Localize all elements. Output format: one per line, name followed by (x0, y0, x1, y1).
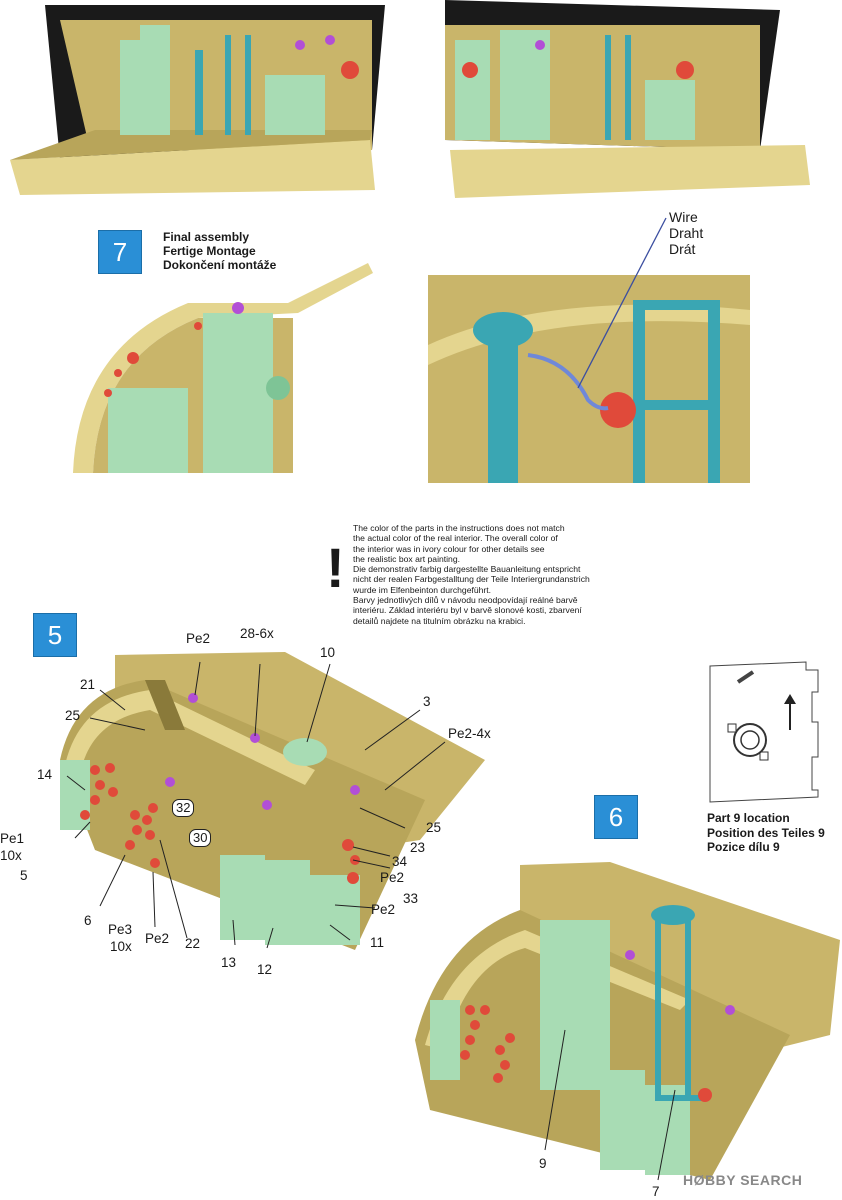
wire-label-cz: Drát (669, 241, 696, 257)
callout-pe3-qty: 10x (110, 939, 132, 954)
callout-28-6x: 28-6x (240, 626, 274, 641)
callout-pe2-top: Pe2 (186, 631, 211, 646)
note-line: detailů najdete na titulním obrázku na k… (353, 615, 526, 626)
wire-detail-inset (428, 217, 750, 483)
step-6-badge: 6 (594, 795, 638, 839)
note-line: wurde im Elfenbeinton durchgeführt. (353, 584, 492, 595)
callout-7: 7 (652, 1184, 660, 1199)
callout-25-right: 25 (426, 820, 442, 835)
step-5-assembly-render (60, 652, 485, 950)
step-5-badge: 5 (33, 613, 77, 657)
callout-22: 22 (185, 936, 201, 951)
callout-25-left: 25 (65, 708, 81, 723)
callout-pe2-c: Pe2 (145, 931, 170, 946)
note-line: Barvy jednotlivých dílů v návodu neodpov… (353, 595, 578, 606)
step-7-title-de: Fertige Montage (163, 244, 256, 258)
callout-pe2-4x: Pe2-4x (448, 726, 491, 741)
step-7-title-cz: Dokončení montáže (163, 258, 277, 272)
callout-3: 3 (423, 694, 431, 709)
note-line: nicht der realen Farbgestalltung der Tei… (353, 574, 590, 585)
step-7-title: Final assembly Fertige Montage Dokončení… (163, 230, 276, 272)
step-6-assembly-render (415, 862, 840, 1181)
callout-23: 23 (410, 840, 426, 855)
callout-12: 12 (257, 962, 273, 977)
callout-pe1-qty: 10x (0, 848, 22, 863)
note-line: The color of the parts in the instructio… (353, 523, 565, 533)
callout-14: 14 (37, 767, 53, 782)
callout-33: 33 (403, 891, 419, 906)
top-right-interior-render (445, 0, 810, 198)
part-9-location-en: Part 9 location (707, 811, 790, 825)
callout-21: 21 (80, 677, 96, 692)
note-line: the realistic box art painting. (353, 553, 461, 564)
top-left-interior-render (10, 5, 385, 195)
callout-11: 11 (370, 935, 385, 950)
callout-pe1: Pe1 (0, 831, 25, 846)
warning-icon: ! (326, 536, 345, 599)
wire-label-de: Draht (669, 225, 704, 241)
callout-5: 5 (20, 868, 28, 883)
color-warning-note: The color of the parts in the instructio… (353, 523, 643, 626)
callout-pe3: Pe3 (108, 922, 133, 937)
callout-9: 9 (539, 1156, 547, 1171)
callout-pe2-b: Pe2 (371, 902, 396, 917)
part-9-location-caption: Part 9 location Position des Teiles 9 Po… (707, 811, 825, 855)
note-line: the actual color of the real interior. T… (353, 533, 558, 544)
step-7-badge: 7 (98, 230, 142, 274)
note-line: the interior was in ivory colour for oth… (353, 543, 545, 554)
step-7-title-en: Final assembly (163, 230, 250, 244)
step-7-assembly-render (73, 263, 373, 473)
note-line: Die demonstrativ farbig dargestellte Bau… (353, 564, 581, 575)
callout-32: 32 (172, 799, 195, 817)
part-9-location-diagram (709, 661, 819, 803)
callout-34: 34 (392, 854, 408, 869)
callout-pe2-a: Pe2 (380, 870, 405, 885)
wire-label-en: Wire (669, 209, 698, 225)
part-9-location-cz: Pozice dílu 9 (707, 840, 780, 854)
note-line: interiéru. Základ interiéru byl v barvě … (353, 605, 582, 616)
wire-label: Wire Draht Drát (669, 209, 703, 257)
callout-30: 30 (189, 829, 212, 847)
callout-13: 13 (221, 955, 237, 970)
callout-6: 6 (84, 913, 92, 928)
part-9-location-fr: Position des Teiles 9 (707, 825, 825, 840)
callout-10: 10 (320, 645, 336, 660)
hobby-search-watermark: HØBBY SEARCH (683, 1172, 803, 1188)
